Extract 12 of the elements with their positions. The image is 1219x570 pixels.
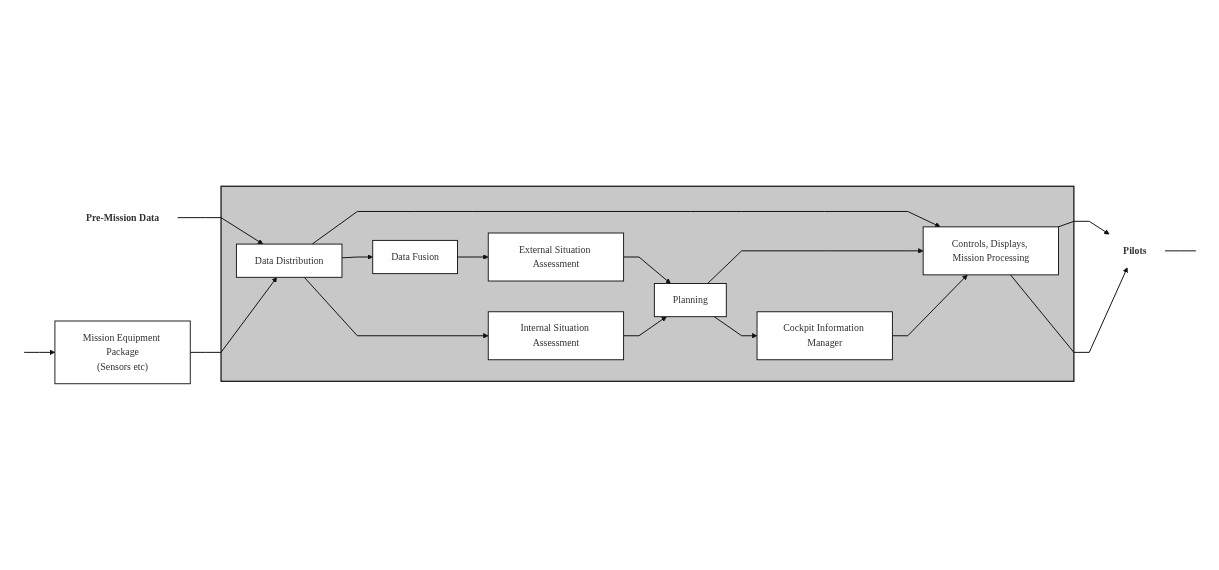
node-text: Pilots — [1122, 245, 1147, 256]
node-box: Mission Equipment Package (Sensors etc) — [53, 320, 191, 385]
node-box: External Situation Assessment — [487, 232, 624, 282]
node-box: Cockpit Information Manager — [756, 311, 893, 361]
node-box: Data Fusion — [371, 239, 458, 275]
node-box: Internal Situation Assessment — [487, 311, 624, 361]
cluster — [219, 185, 1074, 382]
connector — [1164, 250, 1196, 252]
node-box: Planning — [653, 283, 727, 318]
node-text: Pre-Mission Data — [85, 212, 159, 223]
node-box: Data Distribution — [235, 243, 342, 278]
node-box: Controls, Displays, Mission Processing — [922, 226, 1059, 276]
